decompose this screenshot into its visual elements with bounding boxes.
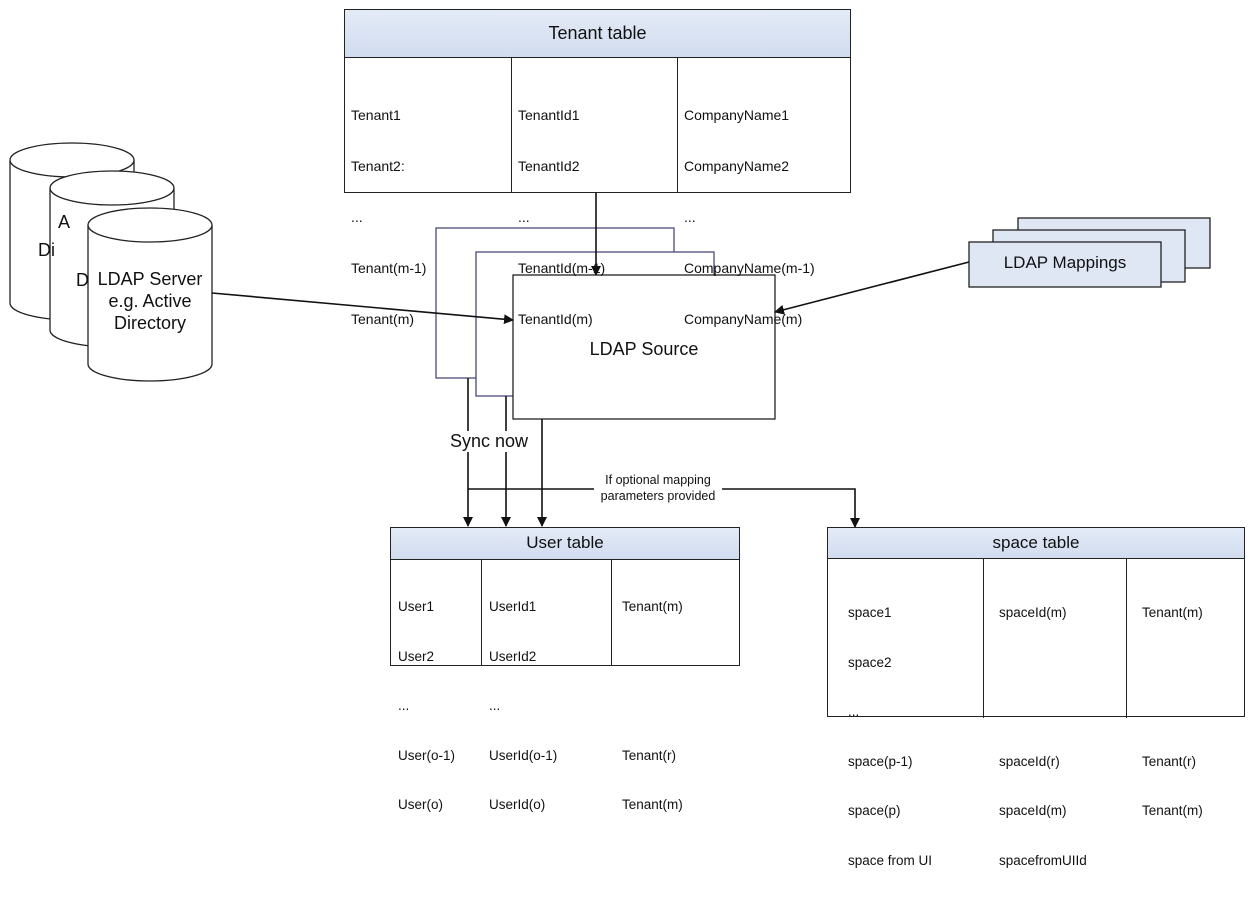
space-tenant-cell: Tenant(r) bbox=[1142, 753, 1197, 769]
space-cell: space from UI bbox=[848, 852, 933, 868]
space-id-cell: spaceId(m) bbox=[999, 605, 1067, 620]
ldap-mappings-box-front bbox=[968, 241, 1162, 288]
space-cell: space(p) bbox=[848, 803, 901, 818]
arrow-mappings-to-ldap-source bbox=[774, 261, 970, 315]
arrow-ldap-server-to-ldap-source bbox=[211, 292, 514, 325]
space-column: space1 space2 ... space(p-1) space(p) sp… bbox=[828, 558, 983, 868]
user-id-column: UserId1 UserId2 ... UserId(o-1) UserId(o… bbox=[481, 559, 611, 812]
space-cell: space1 bbox=[848, 605, 892, 620]
ldap-source-box bbox=[512, 274, 776, 420]
space-tenant-cell: ​ bbox=[1142, 655, 1244, 672]
space-table-header: space table bbox=[828, 528, 1244, 559]
company-name-column: CompanyName1 CompanyName2 ... CompanyNam… bbox=[677, 57, 850, 327]
user-tenant-cell: ​ bbox=[622, 649, 739, 666]
diagram-canvas bbox=[9, 142, 1211, 528]
optional-mapping-label: If optional mapping parameters provided bbox=[594, 472, 722, 504]
tenant-cell: ... bbox=[351, 209, 363, 225]
user-tenant-cell: Tenant(r) bbox=[622, 747, 677, 763]
user-table: User table User1 User2 ... User(o-1) Use… bbox=[390, 527, 740, 812]
tenant-cell: Tenant(m-1) bbox=[351, 260, 427, 276]
user-tenant-cell: Tenant(m) bbox=[622, 599, 683, 614]
company-name-cell: CompanyName(m) bbox=[684, 311, 803, 327]
tenant-cell: Tenant(m) bbox=[351, 311, 415, 327]
space-tenant-column: Tenant(m) ​ ​ Tenant(r) Tenant(m) bbox=[1126, 558, 1244, 818]
company-name-cell: CompanyName1 bbox=[684, 107, 790, 123]
company-name-cell: CompanyName2 bbox=[684, 158, 790, 174]
space-tenant-cell: ​ bbox=[1142, 704, 1244, 721]
space-cell: space2 bbox=[848, 654, 892, 670]
user-column: User1 User2 ... User(o-1) User(o) bbox=[391, 559, 481, 812]
tenant-cell: Tenant1 bbox=[351, 107, 401, 123]
user-id-cell: UserId1 bbox=[489, 599, 537, 614]
ldap-source-label: LDAP Source bbox=[589, 339, 699, 359]
user-cell: User1 bbox=[398, 599, 435, 614]
tenant-column: Tenant1 Tenant2: ... Tenant(m-1) Tenant(… bbox=[345, 57, 511, 327]
user-id-cell: UserId2 bbox=[489, 648, 537, 664]
company-name-cell: ... bbox=[684, 209, 696, 225]
space-id-cell: ​ bbox=[999, 704, 1126, 721]
tenant-id-cell: TenantId1 bbox=[518, 107, 580, 123]
space-tenant-cell: Tenant(m) bbox=[1142, 605, 1203, 620]
user-cell: ... bbox=[398, 698, 410, 713]
tenant-cell: Tenant2: bbox=[351, 158, 405, 174]
user-tenant-cell: ​ bbox=[622, 698, 739, 715]
user-id-cell: ... bbox=[489, 698, 501, 713]
tenant-id-cell: TenantId(m-1) bbox=[518, 260, 606, 276]
space-cell: space(p-1) bbox=[848, 753, 913, 769]
tenant-table-title: Tenant table bbox=[548, 23, 647, 43]
tenant-id-cell: TenantId(m) bbox=[518, 311, 593, 327]
space-tenant-cell: Tenant(m) bbox=[1142, 803, 1203, 818]
user-table-title: User table bbox=[526, 533, 604, 552]
space-id-cell: spacefromUIId bbox=[999, 852, 1087, 868]
user-cell: User(o-1) bbox=[398, 747, 456, 763]
space-id-cell: spaceId(r) bbox=[999, 753, 1060, 769]
user-table-header: User table bbox=[391, 528, 739, 560]
tenant-id-cell: TenantId2 bbox=[518, 158, 580, 174]
ldap-server-middle-label: D bbox=[76, 270, 89, 290]
tenant-id-cell: ... bbox=[518, 209, 530, 225]
user-cell: User(o) bbox=[398, 797, 444, 812]
space-cell: ... bbox=[848, 704, 860, 719]
ldap-server-cylinder-front bbox=[87, 207, 213, 382]
space-table-title: space table bbox=[992, 533, 1080, 552]
user-id-cell: UserId(o-1) bbox=[489, 747, 558, 763]
user-cell: User2 bbox=[398, 648, 435, 664]
user-id-cell: UserId(o) bbox=[489, 797, 546, 812]
space-id-cell: ​ bbox=[999, 655, 1126, 672]
company-name-cell: CompanyName(m-1) bbox=[684, 260, 815, 276]
space-table: space table space1 space2 ... space(p-1)… bbox=[827, 527, 1245, 868]
tenant-table: Tenant table Tenant1 Tenant2: ... Tenant… bbox=[344, 9, 851, 327]
tenant-id-column: TenantId1 TenantId2 ... TenantId(m-1) Te… bbox=[511, 57, 677, 327]
ldap-server-back-label-1: A bbox=[58, 212, 71, 232]
ldap-server-back-label-2: Di bbox=[38, 240, 55, 260]
ldap-mappings-label: LDAP Mappings bbox=[1003, 253, 1127, 272]
user-tenant-cell: Tenant(m) bbox=[622, 797, 683, 812]
tenant-table-header: Tenant table bbox=[345, 10, 850, 58]
space-id-cell: spaceId(m) bbox=[999, 803, 1067, 818]
user-tenant-column: Tenant(m) ​ ​ Tenant(r) Tenant(m) bbox=[611, 559, 739, 812]
space-id-column: spaceId(m) ​ ​ spaceId(r) spaceId(m) spa… bbox=[983, 558, 1126, 868]
ldap-server-label: LDAP Server e.g. Active Directory bbox=[97, 269, 203, 333]
sync-now-label: Sync now bbox=[448, 431, 531, 452]
